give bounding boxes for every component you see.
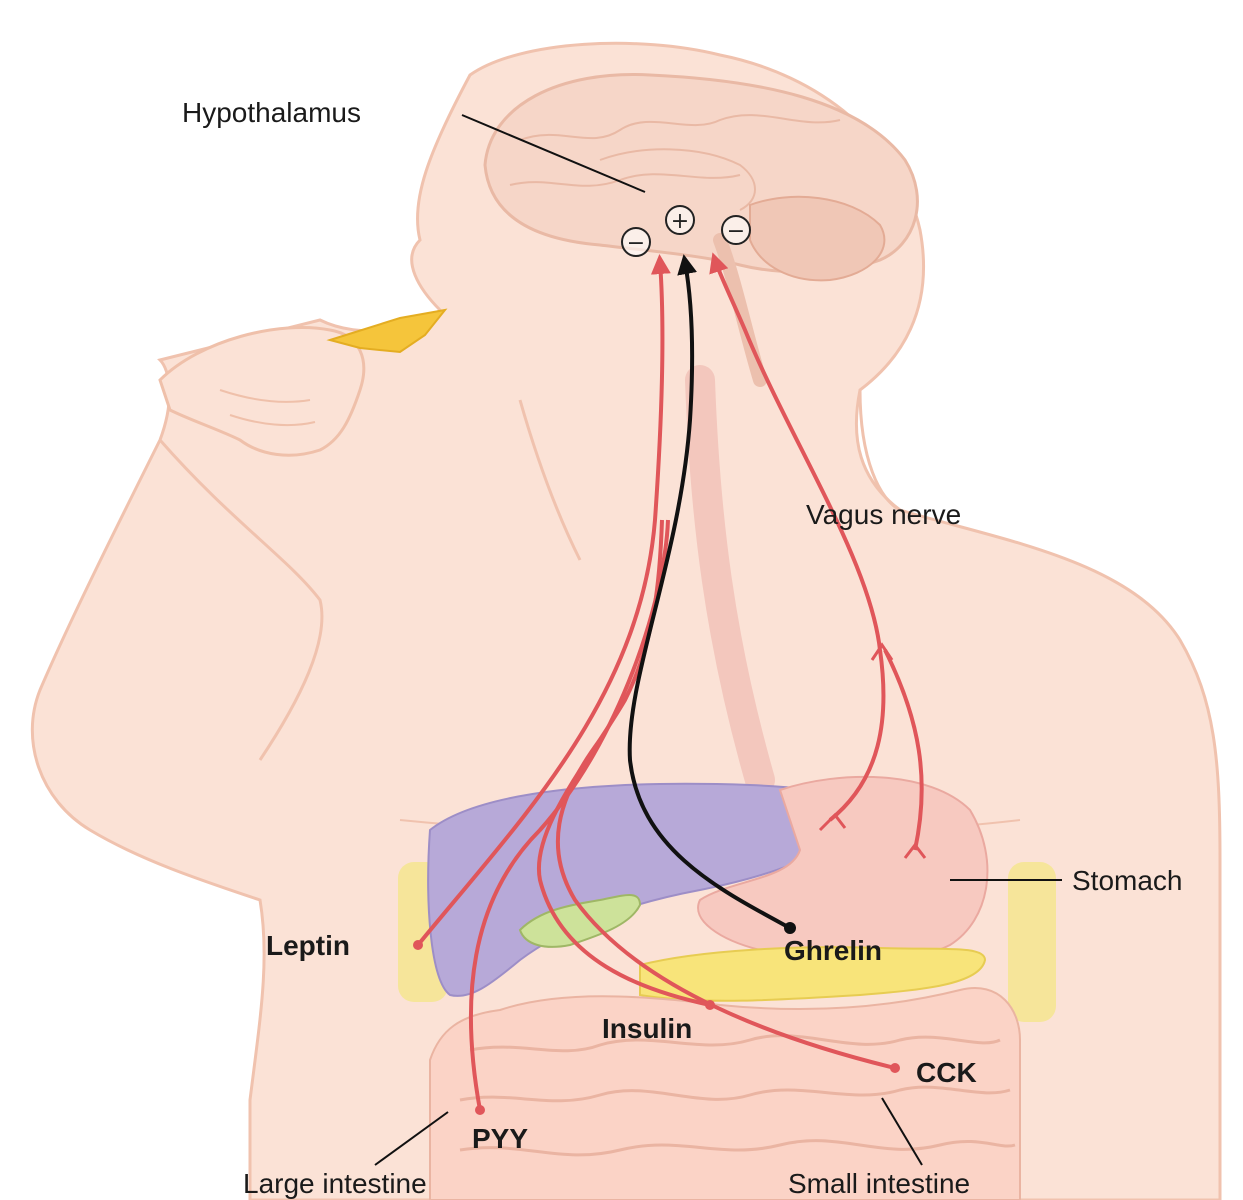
leptin-source-dot [413, 940, 423, 950]
cck-label: CCK [916, 1057, 977, 1088]
stimulate-symbol: + [671, 209, 689, 234]
cck-source-dot [890, 1063, 900, 1073]
small-intestine-label: Small intestine [788, 1168, 970, 1199]
inhibit-symbol-left: − [627, 231, 645, 256]
stomach-label: Stomach [1072, 865, 1183, 896]
pyy-source-dot [475, 1105, 485, 1115]
pyy-label: PYY [472, 1123, 528, 1154]
ghrelin-label: Ghrelin [784, 935, 882, 966]
insulin-label: Insulin [602, 1013, 692, 1044]
hypothalamus-label: Hypothalamus [182, 97, 361, 128]
vagus-nerve-label: Vagus nerve [806, 499, 961, 530]
large-intestine-label: Large intestine [243, 1168, 427, 1199]
insulin-source-dot [705, 1000, 715, 1010]
inhibit-symbol-right: − [727, 219, 745, 244]
leptin-label: Leptin [266, 930, 350, 961]
ghrelin-source-dot [784, 922, 796, 934]
right-kidney-fat [1008, 862, 1056, 1022]
